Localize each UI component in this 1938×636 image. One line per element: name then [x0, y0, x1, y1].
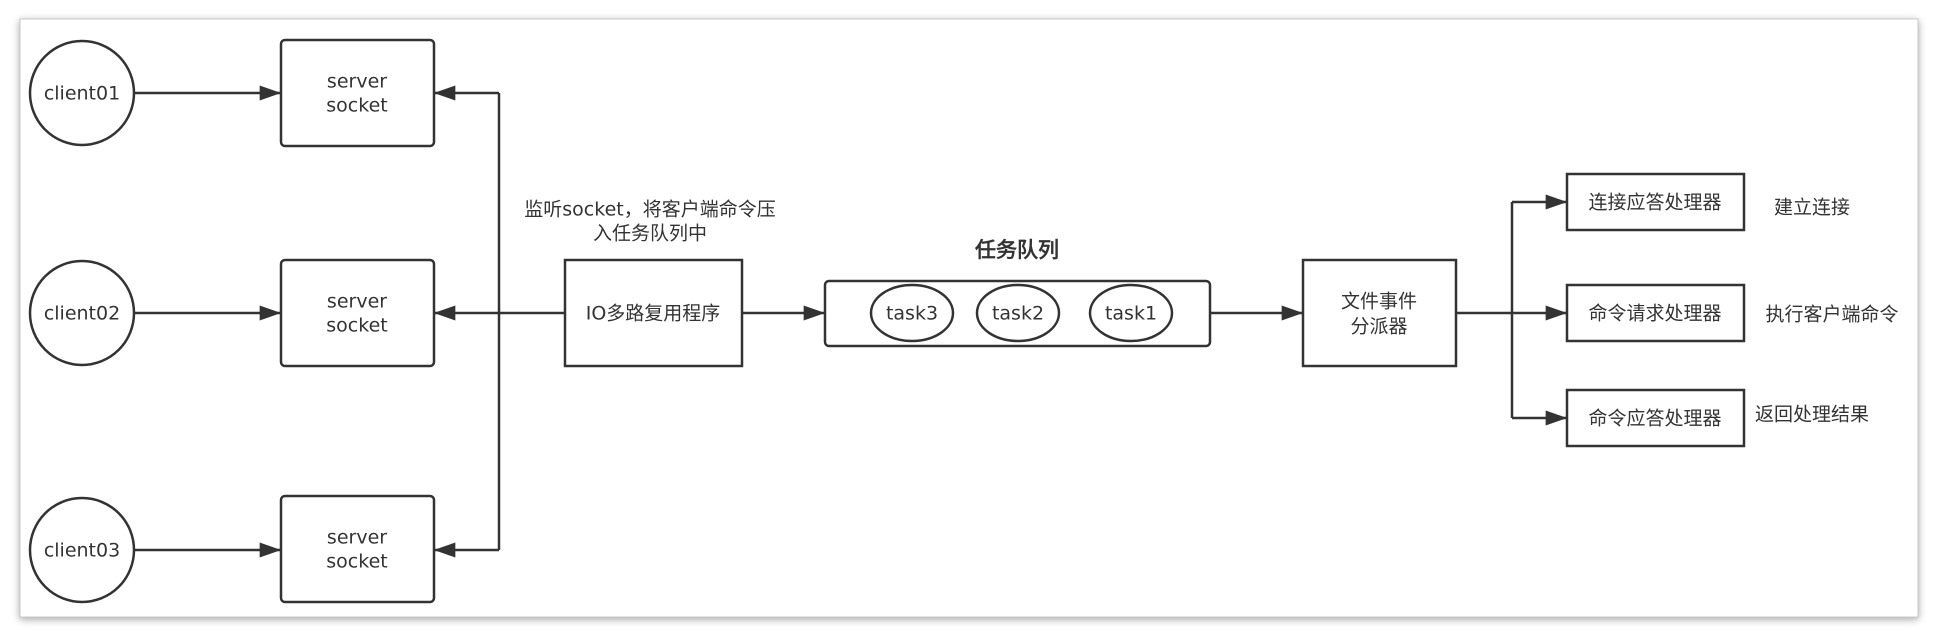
server-socket-3-line2: socket [326, 551, 387, 573]
handler-description-1: 建立连接 [1774, 197, 1850, 219]
server-socket-3-line1: server [327, 527, 387, 549]
io-multiplexer-annotation-line1: 监听socket，将客户端命令压 [524, 199, 775, 221]
client-label-1: client01 [44, 83, 120, 105]
server-socket-1-line1: server [327, 71, 387, 93]
diagram-frame [19, 18, 1919, 618]
server-socket-2-line1: server [327, 291, 387, 313]
task-node-3 [1088, 283, 1174, 343]
client-label-3: client03 [44, 540, 120, 562]
io-multiplexer-label: IO多路复用程序 [586, 303, 721, 325]
dispatcher-line1: 文件事件 [1341, 291, 1417, 313]
handler-label-1: 连接应答处理器 [1588, 192, 1721, 214]
dispatcher-line2: 分派器 [1350, 316, 1407, 338]
task-queue-title: 任务队列 [974, 238, 1059, 262]
task-node-2 [975, 283, 1061, 343]
handler-description-3: 返回处理结果 [1755, 404, 1869, 426]
task-label-3: task1 [1105, 303, 1157, 325]
server-socket-1-line2: socket [326, 95, 387, 117]
handler-description-2: 执行客户端命令 [1765, 304, 1898, 326]
handler-label-3: 命令应答处理器 [1588, 408, 1721, 430]
task-node-1 [869, 283, 955, 343]
task-label-1: task3 [886, 303, 938, 325]
client-label-2: client02 [44, 303, 120, 325]
handler-label-2: 命令请求处理器 [1588, 303, 1721, 325]
task-label-2: task2 [992, 303, 1044, 325]
server-socket-2-line2: socket [326, 315, 387, 337]
io-multiplexer-annotation-line2: 入任务队列中 [593, 223, 707, 245]
